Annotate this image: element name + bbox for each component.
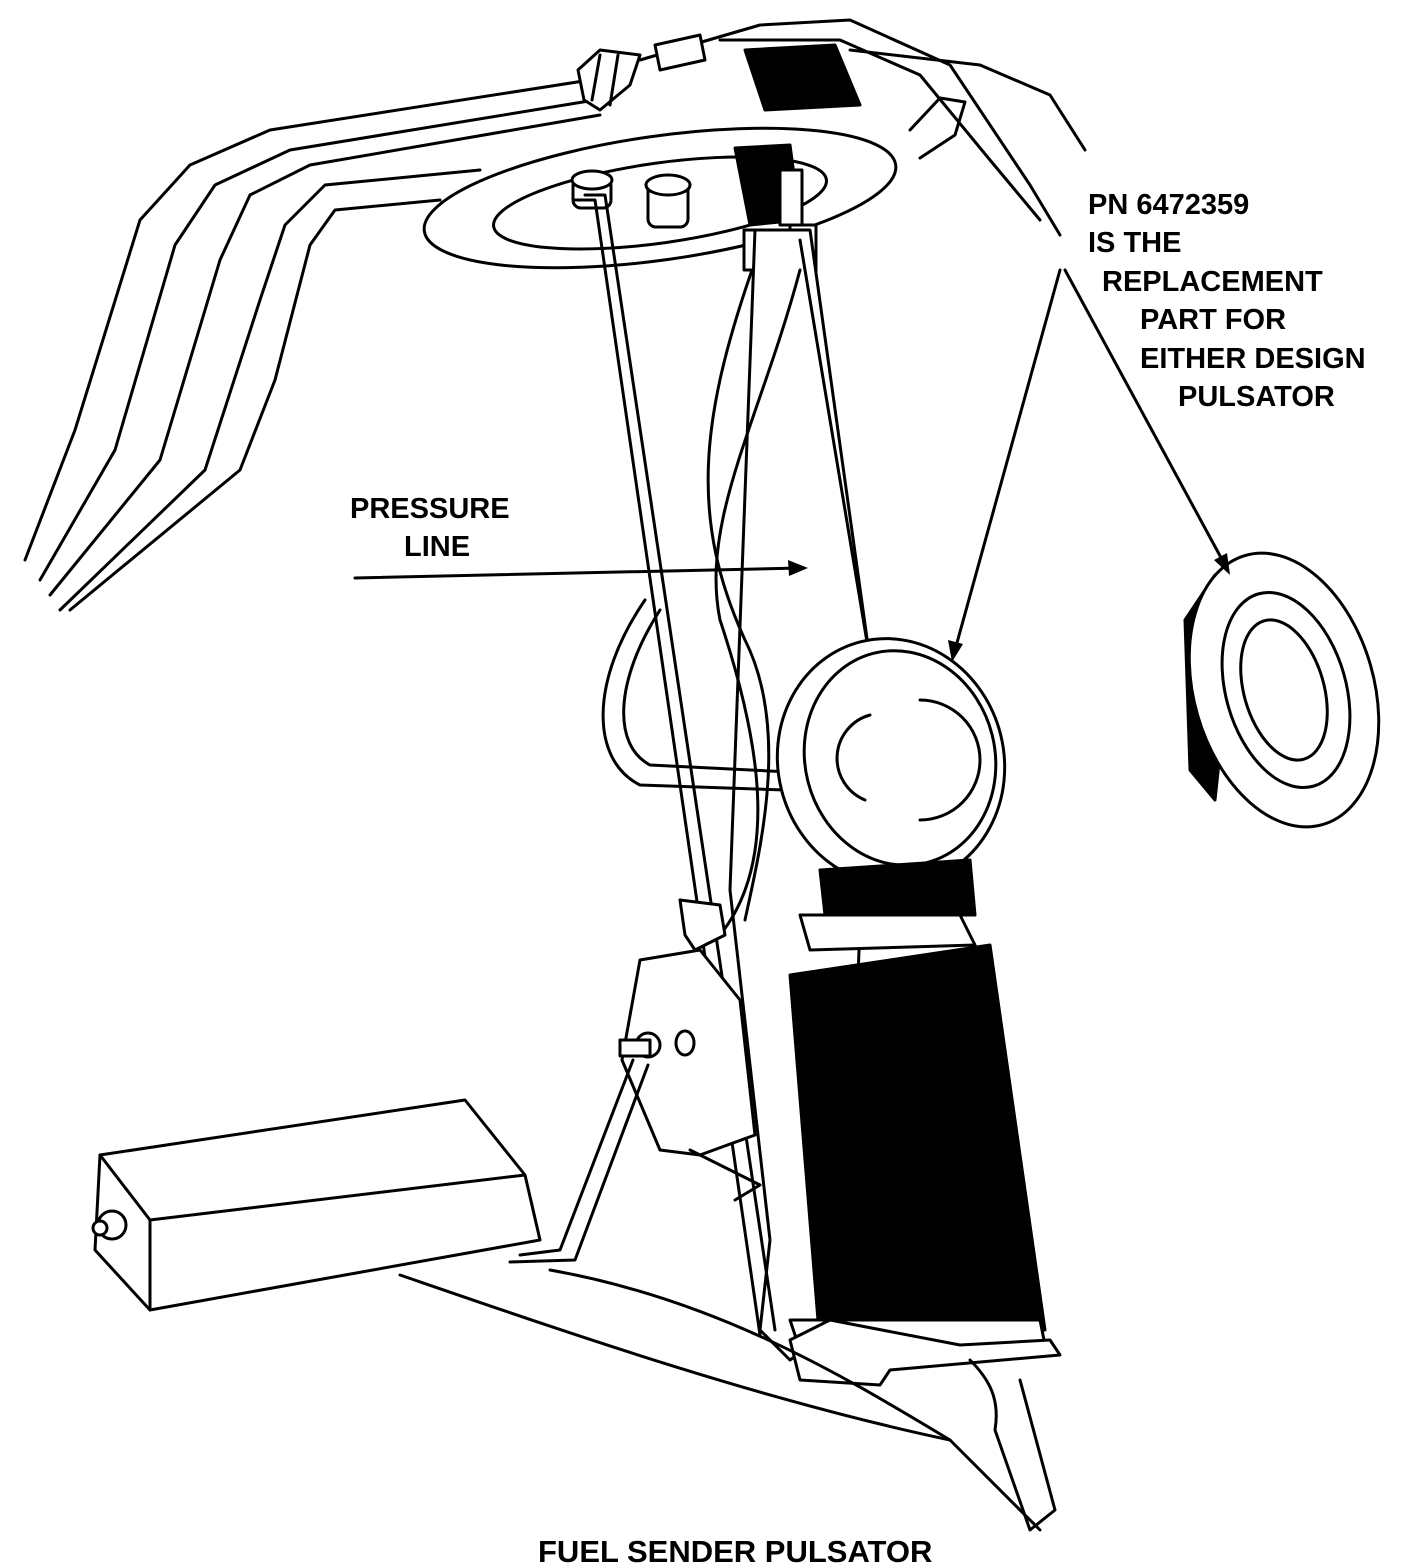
fuel-lines bbox=[23, 18, 1087, 612]
top-boot bbox=[743, 43, 862, 112]
line-connector bbox=[576, 33, 707, 112]
pulsator-arrowhead bbox=[948, 640, 963, 662]
pressure-line-label-1: PRESSURE bbox=[350, 493, 510, 525]
callout-line-2: IS THE bbox=[1088, 227, 1181, 259]
pressure-line-callout: PRESSURE LINE bbox=[350, 493, 510, 563]
callout-line-1: PN 6472359 bbox=[1088, 189, 1249, 221]
replacement-arrowhead bbox=[1214, 553, 1230, 575]
part-number-callout: PN 6472359 IS THE REPLACEMENT PART FOR E… bbox=[1088, 189, 1366, 413]
callout-line-6: PULSATOR bbox=[1178, 381, 1335, 413]
pressure-line-label-2: LINE bbox=[404, 531, 470, 563]
level-sender bbox=[618, 898, 762, 1202]
pressure-line-arrowhead bbox=[788, 560, 808, 576]
float-arm bbox=[508, 1058, 650, 1264]
callout-line-4: PART FOR bbox=[1140, 304, 1286, 336]
callout-line-5: EITHER DESIGN bbox=[1140, 343, 1366, 375]
sender-tubes bbox=[601, 268, 802, 937]
figure-caption: FUEL SENDER PULSATOR bbox=[538, 1534, 932, 1568]
mounting-flange bbox=[422, 96, 967, 270]
pulsator-replacement bbox=[1183, 551, 1381, 829]
float bbox=[91, 1098, 542, 1312]
pressure-line-leader bbox=[353, 566, 802, 580]
replacement-leader bbox=[1063, 268, 1227, 567]
strainer bbox=[398, 1268, 1062, 1532]
leader-lines bbox=[353, 268, 1227, 652]
pulsator-leader bbox=[953, 268, 1062, 652]
callout-line-3: REPLACEMENT bbox=[1102, 266, 1323, 298]
pump-body bbox=[788, 858, 1047, 1352]
